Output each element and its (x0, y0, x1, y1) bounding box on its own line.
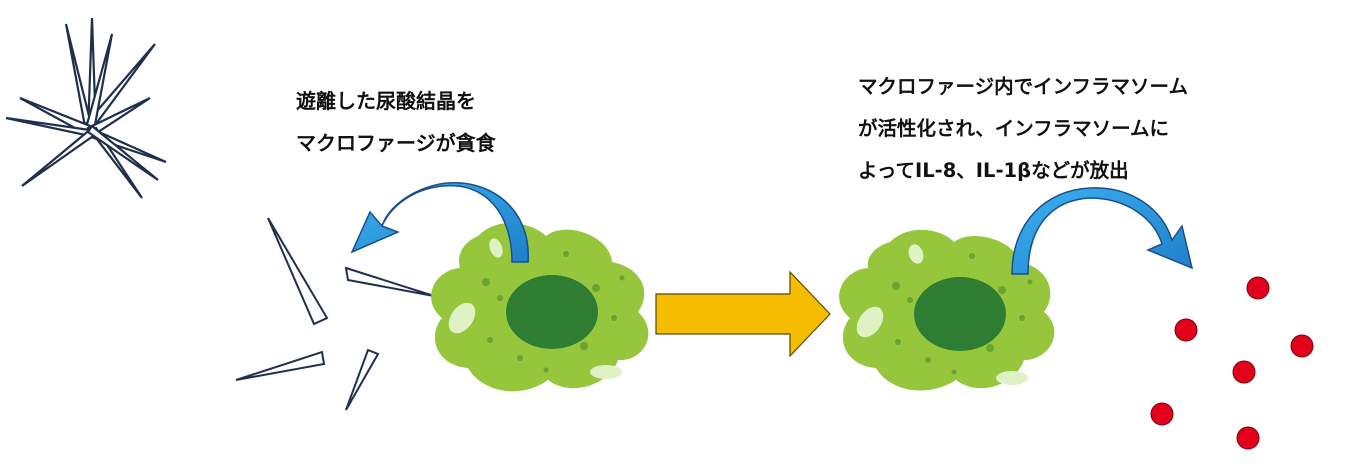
cytokine-dots-icon (1150, 276, 1314, 450)
process-arrow-icon (655, 270, 831, 358)
urate-crystal-cluster-icon (5, 17, 167, 199)
free-crystal-needles-icon (235, 217, 435, 411)
inflammasome-caption-line1: マクロファージ内でインフラマソーム (858, 75, 1188, 98)
phagocytosis-caption-line2: マクロファージが貪食 (296, 131, 496, 155)
macrophage-right-icon (839, 229, 1055, 391)
curved-arrow-phagocytosis-icon (350, 182, 529, 263)
inflammasome-caption: マクロファージ内でインフラマソーム が活性化され、インフラマソームに よってIL… (858, 66, 1188, 192)
macrophage-left-icon (431, 222, 649, 392)
curved-arrow-release-icon (1011, 187, 1194, 275)
phagocytosis-caption: 遊離した尿酸結晶を マクロファージが貪食 (296, 80, 496, 164)
inflammasome-caption-line3: よってIL-8、IL-1βなどが放出 (858, 159, 1129, 182)
inflammasome-caption-line2: が活性化され、インフラマソームに (858, 117, 1170, 140)
phagocytosis-caption-line1: 遊離した尿酸結晶を (296, 89, 476, 113)
